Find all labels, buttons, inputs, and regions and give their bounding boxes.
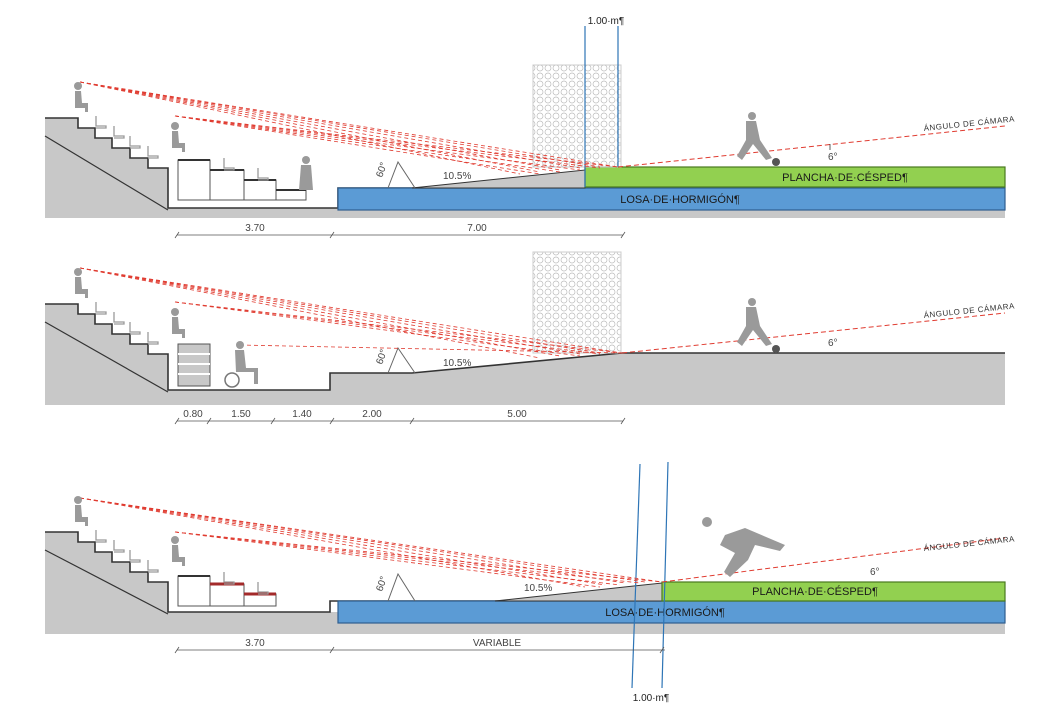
- dimension-line: [174, 646, 665, 654]
- dim-label: 1.40: [292, 409, 312, 420]
- spectator-middle: [171, 122, 185, 152]
- slope-value: 10.5%: [524, 583, 552, 594]
- terrace-slab-line: [44, 321, 169, 393]
- terrace-slab-line: [44, 549, 169, 615]
- turf-plank-label: PLANCHA·DE·CÉSPED¶: [752, 585, 878, 598]
- dim-label: 5.00: [507, 409, 527, 420]
- ramp-angle-value: 60°: [374, 575, 390, 593]
- dim-label: 3.70: [245, 223, 265, 234]
- player-kicking: [737, 298, 780, 353]
- concrete-slab-label: LOSA·DE·HORMIGÓN¶: [620, 193, 740, 206]
- slope-value: 10.5%: [443, 358, 471, 369]
- dim-label: 0.80: [183, 409, 203, 420]
- concrete-slab: [337, 187, 1006, 211]
- spectator-upper: [74, 82, 88, 112]
- terrace-slab-line: [44, 135, 169, 211]
- camera-angle-value: 6°: [828, 152, 838, 163]
- camera-angle-label: ÁNGULO DE CÁMARA: [923, 534, 1015, 553]
- player-bicycle-kick: [702, 517, 785, 577]
- sightlines: [79, 497, 663, 588]
- goal-net: [532, 64, 622, 168]
- camera-angle-value: 6°: [870, 567, 880, 578]
- spectator-middle: [171, 536, 185, 566]
- dim-label: 1.50: [231, 409, 251, 420]
- section-1: LOSA·DE·HORMIGÓN¶ PLANCHA·DE·CÉSPED¶ 1.0…: [44, 16, 1015, 239]
- dim-label: 3.70: [245, 638, 265, 649]
- terrace-outline: [45, 531, 1005, 613]
- camera-angle-label: ÁNGULO DE CÁMARA: [923, 301, 1015, 320]
- ramp-angle-indicator: [387, 572, 416, 602]
- lower-stands: [177, 575, 277, 607]
- bottom-marker-label: 1.00·m¶: [633, 693, 670, 704]
- ramp-angle-value: 60°: [374, 161, 390, 179]
- terrace-outline: [45, 303, 1005, 391]
- marker-line-right: [661, 461, 669, 689]
- player-kicking: [737, 112, 780, 166]
- spectator-middle: [171, 308, 185, 338]
- dimension-line: [174, 417, 626, 425]
- ramp-angle-indicator: [387, 160, 416, 189]
- dim-label: VARIABLE: [473, 638, 521, 649]
- section-2: ÁNGULO DE CÁMARA 6° 60° 10.5%: [44, 251, 1015, 425]
- goal-net: [532, 251, 622, 354]
- spectator-upper: [74, 268, 88, 298]
- terrace-outline: [45, 117, 1005, 209]
- spectator-upper: [74, 496, 88, 526]
- ramp: [411, 169, 586, 189]
- concrete-slab-label: LOSA·DE·HORMIGÓN¶: [605, 606, 725, 619]
- marker-line-left: [631, 463, 641, 689]
- camera-angle-line: [617, 125, 1006, 168]
- spectator-standing: [299, 156, 313, 190]
- dim-label: 7.00: [467, 223, 487, 234]
- ramp-angle-value: 60°: [374, 348, 390, 366]
- sightlines: [79, 81, 619, 175]
- wheelchair-user: [224, 341, 258, 388]
- camera-angle-line: [621, 312, 1006, 354]
- dim-label: 2.00: [362, 409, 382, 420]
- lower-stands: [177, 343, 211, 387]
- ground-fill: [45, 304, 1005, 405]
- turf-plank: [661, 581, 1006, 602]
- top-marker-label: 1.00·m¶: [588, 16, 625, 27]
- sightlines: [79, 267, 623, 359]
- camera-angle-line: [661, 537, 1006, 583]
- lower-stands: [177, 159, 307, 201]
- dimension-line: [174, 231, 626, 239]
- turf-plank-label: PLANCHA·DE·CÉSPED¶: [782, 171, 908, 184]
- slope-value: 10.5%: [443, 171, 471, 182]
- section-3: LOSA·DE·HORMIGÓN¶ PLANCHA·DE·CÉSPED¶ 1.0…: [44, 461, 1015, 704]
- ramp-angle-indicator: [387, 346, 416, 374]
- camera-angle-value: 6°: [828, 338, 838, 349]
